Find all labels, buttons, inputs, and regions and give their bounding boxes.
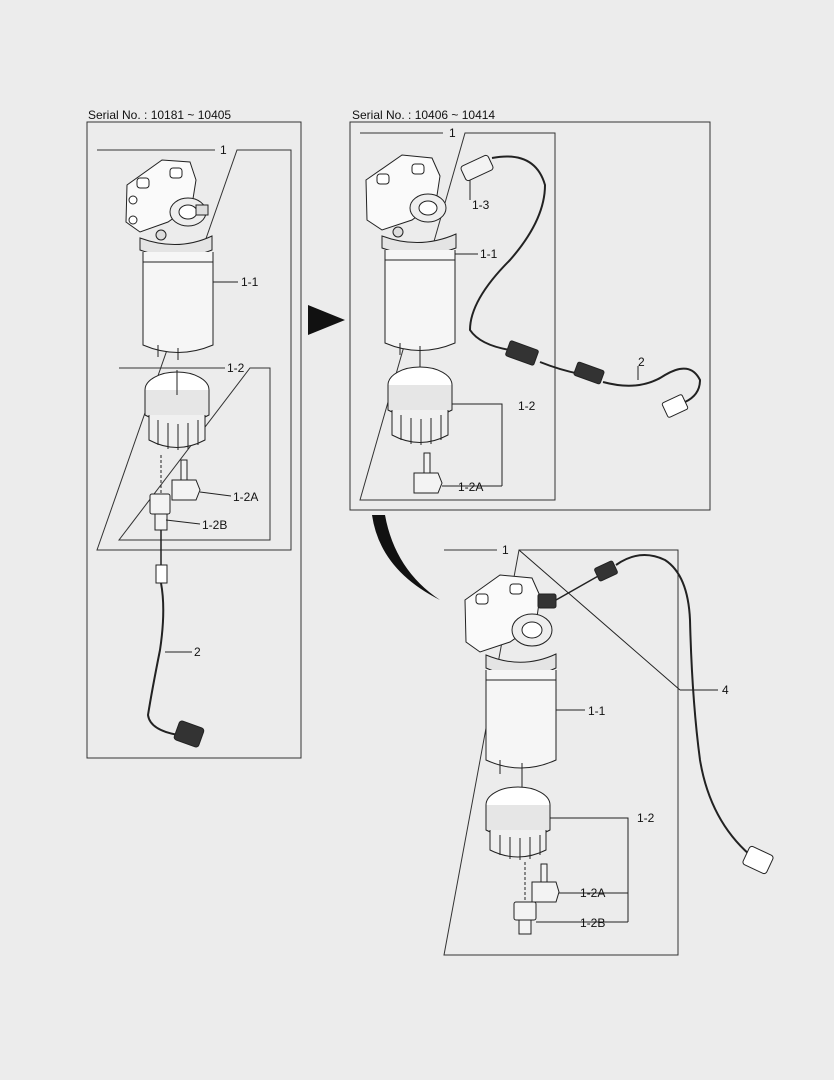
bottom-right-filter-bowl [485,670,585,777]
left-filter-bowl [142,252,238,360]
top-right-panel: 1 1-1 1-3 [349,121,711,511]
bottom-right-drain-plug [513,862,628,935]
top-right-filter-bowl [384,250,478,358]
top-right-sensor-1-3 [460,154,494,200]
arrow-right-icon [308,305,345,335]
left-callout-2: 2 [194,645,201,659]
top-right-water-sensor [413,452,502,494]
bottom-right-callout-1-2: 1-2 [637,811,655,825]
bottom-right-callout-1-2b: 1-2B [580,916,605,930]
bottom-right-callout-4: 4 [722,683,729,697]
left-callout-1: 1 [220,143,227,157]
left-panel: 1 1-2 1-1 [86,121,302,759]
top-right-harness [468,155,702,418]
left-drain-plug [149,455,201,531]
left-callout-1-2a: 1-2A [233,490,258,504]
left-harness [146,530,205,748]
bottom-right-filter-cartridge [485,777,629,922]
bottom-right-callout-1-2a: 1-2A [580,886,605,900]
left-callout-1-1: 1-1 [241,275,259,289]
bottom-right-harness [555,554,774,875]
bottom-right-callout-1: 1 [502,543,509,557]
top-right-filter-cartridge [387,358,503,486]
top-right-filter-head [365,154,457,256]
left-callout-1-2: 1-2 [227,361,245,375]
top-right-callout-1-2: 1-2 [518,399,536,413]
bottom-right-panel: 1 4 1-1 [443,543,774,956]
left-filter-head [125,159,213,258]
bottom-right-callout-1-1: 1-1 [588,704,606,718]
left-callout-1-2b: 1-2B [202,518,227,532]
left-filter-cartridge [144,370,210,450]
top-right-callout-1-1: 1-1 [480,247,498,261]
top-right-callout-1-2a: 1-2A [458,480,483,494]
top-right-callout-1-3: 1-3 [472,198,490,212]
top-right-callout-2: 2 [638,355,645,369]
curved-arrow-icon [372,515,440,600]
top-right-callout-1: 1 [449,126,456,140]
bottom-right-water-sensor [531,863,628,903]
bottom-right-filter-head [464,574,557,677]
left-serial-label: Serial No. : 10181 ~ 10405 [88,108,232,122]
left-water-sensor [171,459,232,501]
top-right-serial-label: Serial No. : 10406 ~ 10414 [352,108,496,122]
